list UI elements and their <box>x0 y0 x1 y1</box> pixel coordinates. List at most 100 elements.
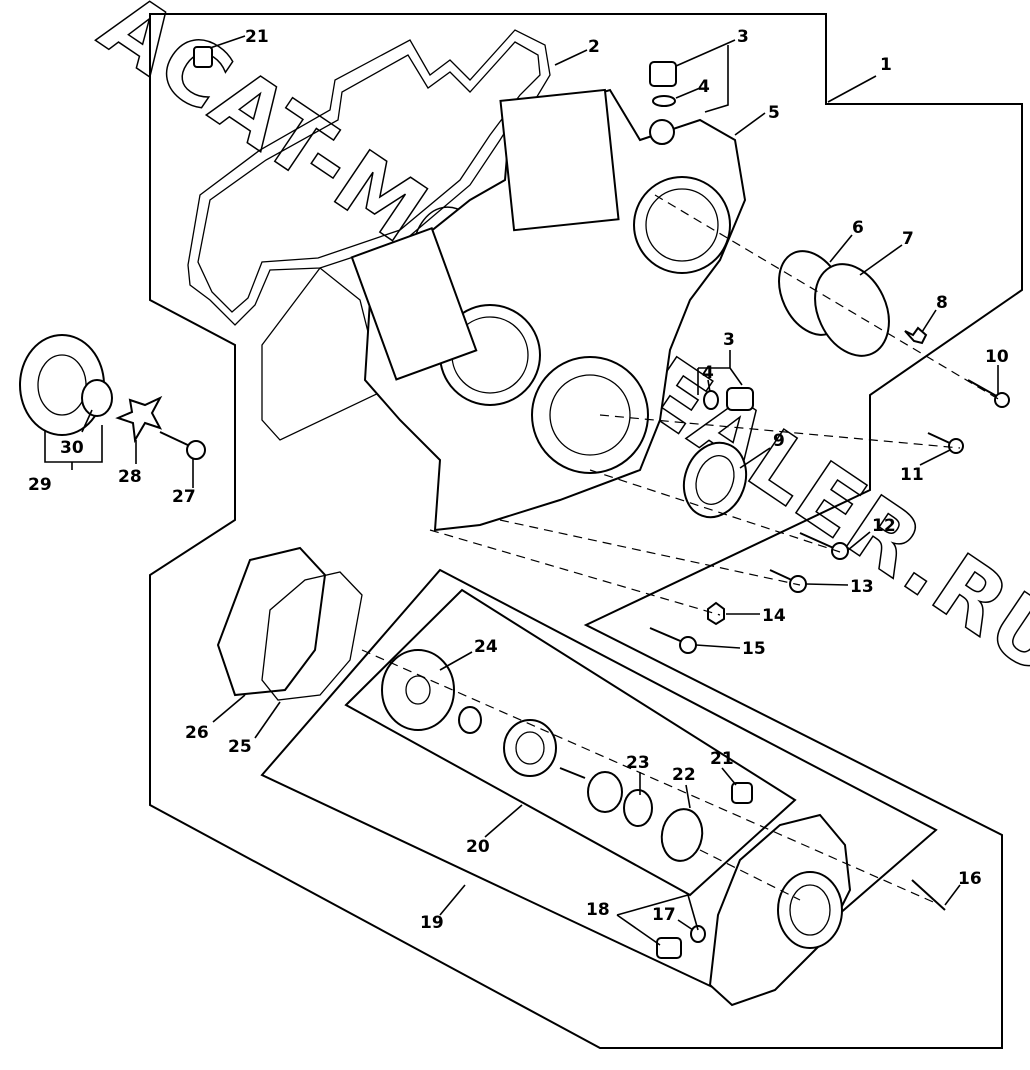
callout-7: 7 <box>902 229 914 249</box>
cover-bore-upper-inner <box>645 188 719 262</box>
plug-lower <box>731 782 753 804</box>
leader-19 <box>439 884 466 916</box>
bolt-15-shank <box>649 627 686 644</box>
callout-19: 19 <box>420 913 444 933</box>
bolt-15-head <box>679 636 697 654</box>
shaft-hub <box>587 771 623 813</box>
leader-21b <box>721 767 737 786</box>
top-bracket <box>499 88 620 232</box>
leader-12 <box>847 531 871 551</box>
leader-16 <box>944 884 961 906</box>
leader-29-30 <box>44 425 103 470</box>
leader-4a <box>675 87 701 99</box>
callout-21-lower: 21 <box>710 749 734 769</box>
leader-22 <box>685 784 691 809</box>
bolt-12-shank <box>799 532 839 551</box>
pump-bearing <box>503 719 557 777</box>
timing-cover-gasket-inner <box>197 41 541 313</box>
callout-12: 12 <box>872 516 896 536</box>
leader-8 <box>921 309 937 333</box>
callout-4-mid: 4 <box>702 363 714 383</box>
callout-21-top: 21 <box>245 27 269 47</box>
frame-group-1 <box>149 13 1023 1049</box>
circlip <box>623 789 653 827</box>
star-plate <box>115 395 163 444</box>
callout-17: 17 <box>652 905 676 925</box>
leader-30 <box>81 409 93 433</box>
leader-6 <box>829 234 853 263</box>
round-cover <box>814 263 890 357</box>
bolt-10-head <box>994 392 1010 408</box>
leader-9 <box>739 447 771 469</box>
callout-8: 8 <box>936 293 948 313</box>
leader-2 <box>554 49 588 66</box>
seal-nut <box>458 706 482 734</box>
callout-20: 20 <box>466 837 490 857</box>
bolt-10-shank <box>967 379 1001 399</box>
leader-18 <box>616 894 699 946</box>
crank-bore <box>531 356 649 474</box>
retaining-ring <box>660 808 704 862</box>
leader-3a <box>675 39 736 113</box>
callout-11: 11 <box>900 465 924 485</box>
leader-21a <box>209 35 246 49</box>
leader-4b <box>707 379 711 393</box>
gear-bolt-shank <box>159 431 193 448</box>
pump-block <box>350 226 478 381</box>
drain-o-ring <box>690 925 706 943</box>
callout-10: 10 <box>985 347 1009 367</box>
crank-seal-inner <box>695 455 735 505</box>
callout-1: 1 <box>880 55 892 75</box>
impeller <box>381 649 455 731</box>
washer-mid <box>703 390 719 410</box>
callout-16: 16 <box>958 869 982 889</box>
pump-housing-bore <box>777 871 843 949</box>
callout-15: 15 <box>742 639 766 659</box>
callout-28: 28 <box>118 467 142 487</box>
pump-shaft <box>559 767 586 779</box>
leader-5 <box>734 112 766 136</box>
plug-mid <box>726 387 754 411</box>
gear-bolt-head <box>186 440 206 460</box>
callout-6: 6 <box>852 218 864 238</box>
pump-housing-bore-inner <box>789 884 831 936</box>
assembly-line-5 <box>429 529 721 616</box>
bolt-12-head <box>831 542 849 560</box>
callout-9: 9 <box>773 431 785 451</box>
cover-bore-upper <box>633 176 731 274</box>
leader-26 <box>212 694 246 723</box>
pump-gasket <box>261 571 363 701</box>
callout-14: 14 <box>762 606 786 626</box>
assembly-line-6 <box>361 649 941 906</box>
assembly-line-1 <box>654 194 1001 401</box>
callout-22: 22 <box>672 765 696 785</box>
filler-cap-top <box>649 61 677 87</box>
drain-plug <box>656 937 682 959</box>
callout-23: 23 <box>626 753 650 773</box>
leader-3b <box>697 350 743 395</box>
callout-13: 13 <box>850 577 874 597</box>
callout-29: 29 <box>28 475 52 495</box>
leader-7 <box>859 244 903 276</box>
o-ring-top <box>652 95 676 107</box>
callout-18: 18 <box>586 900 610 920</box>
plug-top <box>193 46 213 68</box>
callout-25: 25 <box>228 737 252 757</box>
callout-3-mid: 3 <box>723 330 735 350</box>
pump-cover-plate <box>216 546 327 697</box>
callout-5: 5 <box>768 103 780 123</box>
impeller-hub <box>405 675 431 705</box>
filler-neck <box>649 119 675 145</box>
leader-25 <box>254 701 281 739</box>
leader-24 <box>439 651 473 671</box>
pump-bearing-inner <box>515 731 545 765</box>
callout-27: 27 <box>172 487 196 507</box>
assembly-line-7 <box>699 849 801 901</box>
assembly-line-4 <box>499 519 801 586</box>
leader-13 <box>805 583 849 586</box>
timing-cover-gasket <box>187 29 551 326</box>
callout-3-top: 3 <box>737 27 749 47</box>
callout-30: 30 <box>60 438 84 458</box>
